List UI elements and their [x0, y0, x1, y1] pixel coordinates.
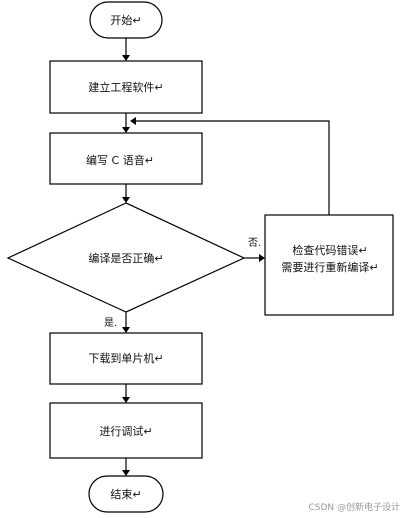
arrowhead-error: [259, 254, 265, 262]
check-errors-line2: 需要进行重新编译↵: [281, 260, 378, 274]
arrowhead-write: [122, 127, 130, 133]
download-label: 下载到单片机↵: [88, 351, 163, 365]
check-errors-line1: 检查代码错误↵: [292, 243, 367, 257]
connectors: [122, 38, 330, 476]
start-terminator: [89, 1, 163, 39]
no-branch-label: 否.: [248, 237, 261, 249]
debug-label: 进行调试↵: [99, 425, 152, 438]
check-errors-box: [264, 214, 394, 316]
end-label: 结束↵: [110, 488, 141, 501]
start-label: 开始↵: [110, 13, 141, 27]
write-c-box: [49, 132, 203, 185]
arrowhead-debug: [122, 397, 130, 403]
arrowhead-loop-back: [130, 117, 136, 125]
write-c-label: 编写 C 语音↵: [86, 153, 154, 167]
create-project-box: [49, 60, 203, 114]
arrowhead-decision: [122, 197, 130, 203]
create-project-label: 建立工程软件↵: [88, 80, 163, 94]
decision-label: 编译是否正确↵: [88, 251, 163, 265]
watermark: CSDN @创新电子设计: [308, 501, 400, 513]
yes-branch-label: 是.: [104, 317, 117, 329]
arrowhead-end: [122, 470, 130, 476]
arrowhead-download: [122, 327, 130, 333]
arrowhead-create: [122, 55, 130, 61]
arrow-error-loop-back: [135, 120, 330, 215]
debug-box: [49, 402, 203, 459]
download-box: [49, 332, 203, 385]
end-terminator: [88, 475, 164, 513]
compile-decision-diamond: [6, 202, 246, 313]
